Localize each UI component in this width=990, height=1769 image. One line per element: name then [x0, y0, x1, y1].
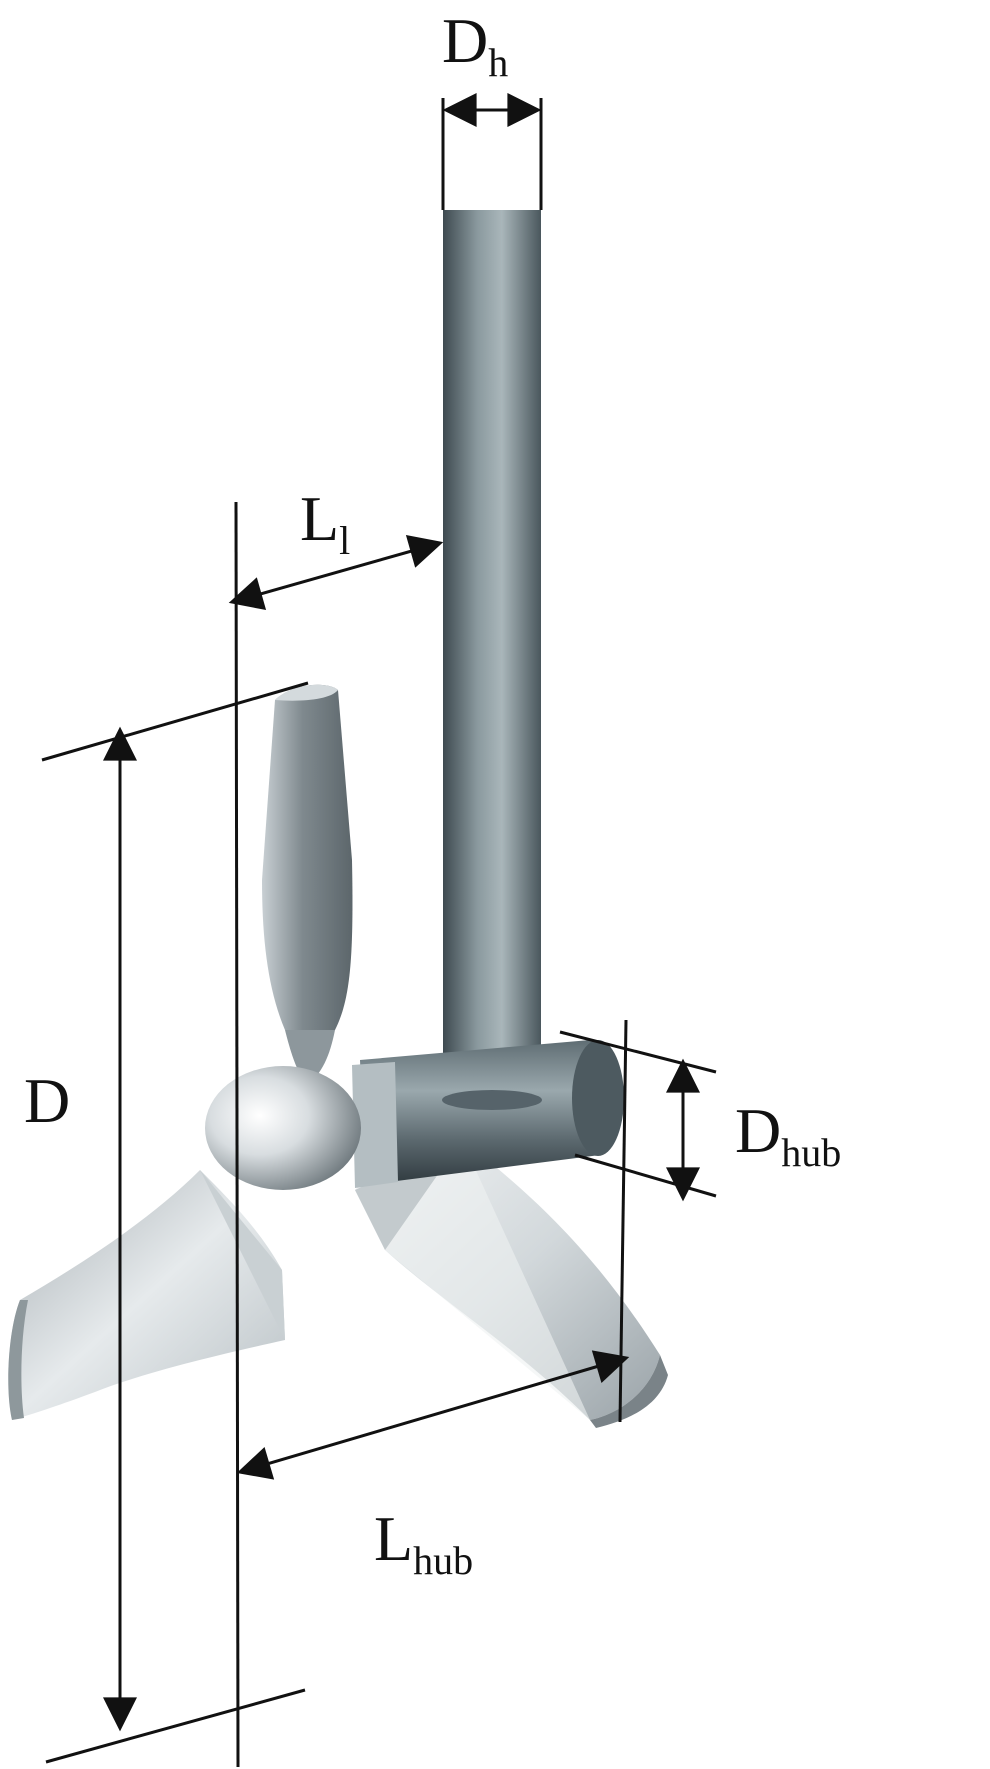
- label-d: D: [24, 1065, 70, 1136]
- shaft-collar: [442, 1090, 542, 1110]
- nose-cone: [205, 1066, 361, 1190]
- impeller-model: [8, 210, 668, 1428]
- hub-cylinder: [352, 1040, 624, 1188]
- blade-upper: [262, 684, 353, 1085]
- lhub-arrow: [236, 1350, 630, 1480]
- dhub-extension-bottom: [574, 1153, 717, 1198]
- label-dh: Dh: [442, 5, 508, 85]
- l1-arrow: [228, 534, 444, 611]
- reference-line: [234, 501, 240, 1768]
- label-l1: Ll: [300, 483, 350, 563]
- d-extension-bottom: [45, 1688, 306, 1764]
- dimension-lines: [41, 93, 717, 1768]
- label-lhub: Lhub: [374, 1503, 473, 1583]
- label-dhub: Dhub: [735, 1095, 841, 1175]
- d-extension-top: [41, 681, 309, 762]
- shaft: [443, 210, 541, 1100]
- blade-lower-left: [8, 1170, 286, 1420]
- dimension-labels: Dh Ll D Dhub Lhub: [24, 5, 841, 1583]
